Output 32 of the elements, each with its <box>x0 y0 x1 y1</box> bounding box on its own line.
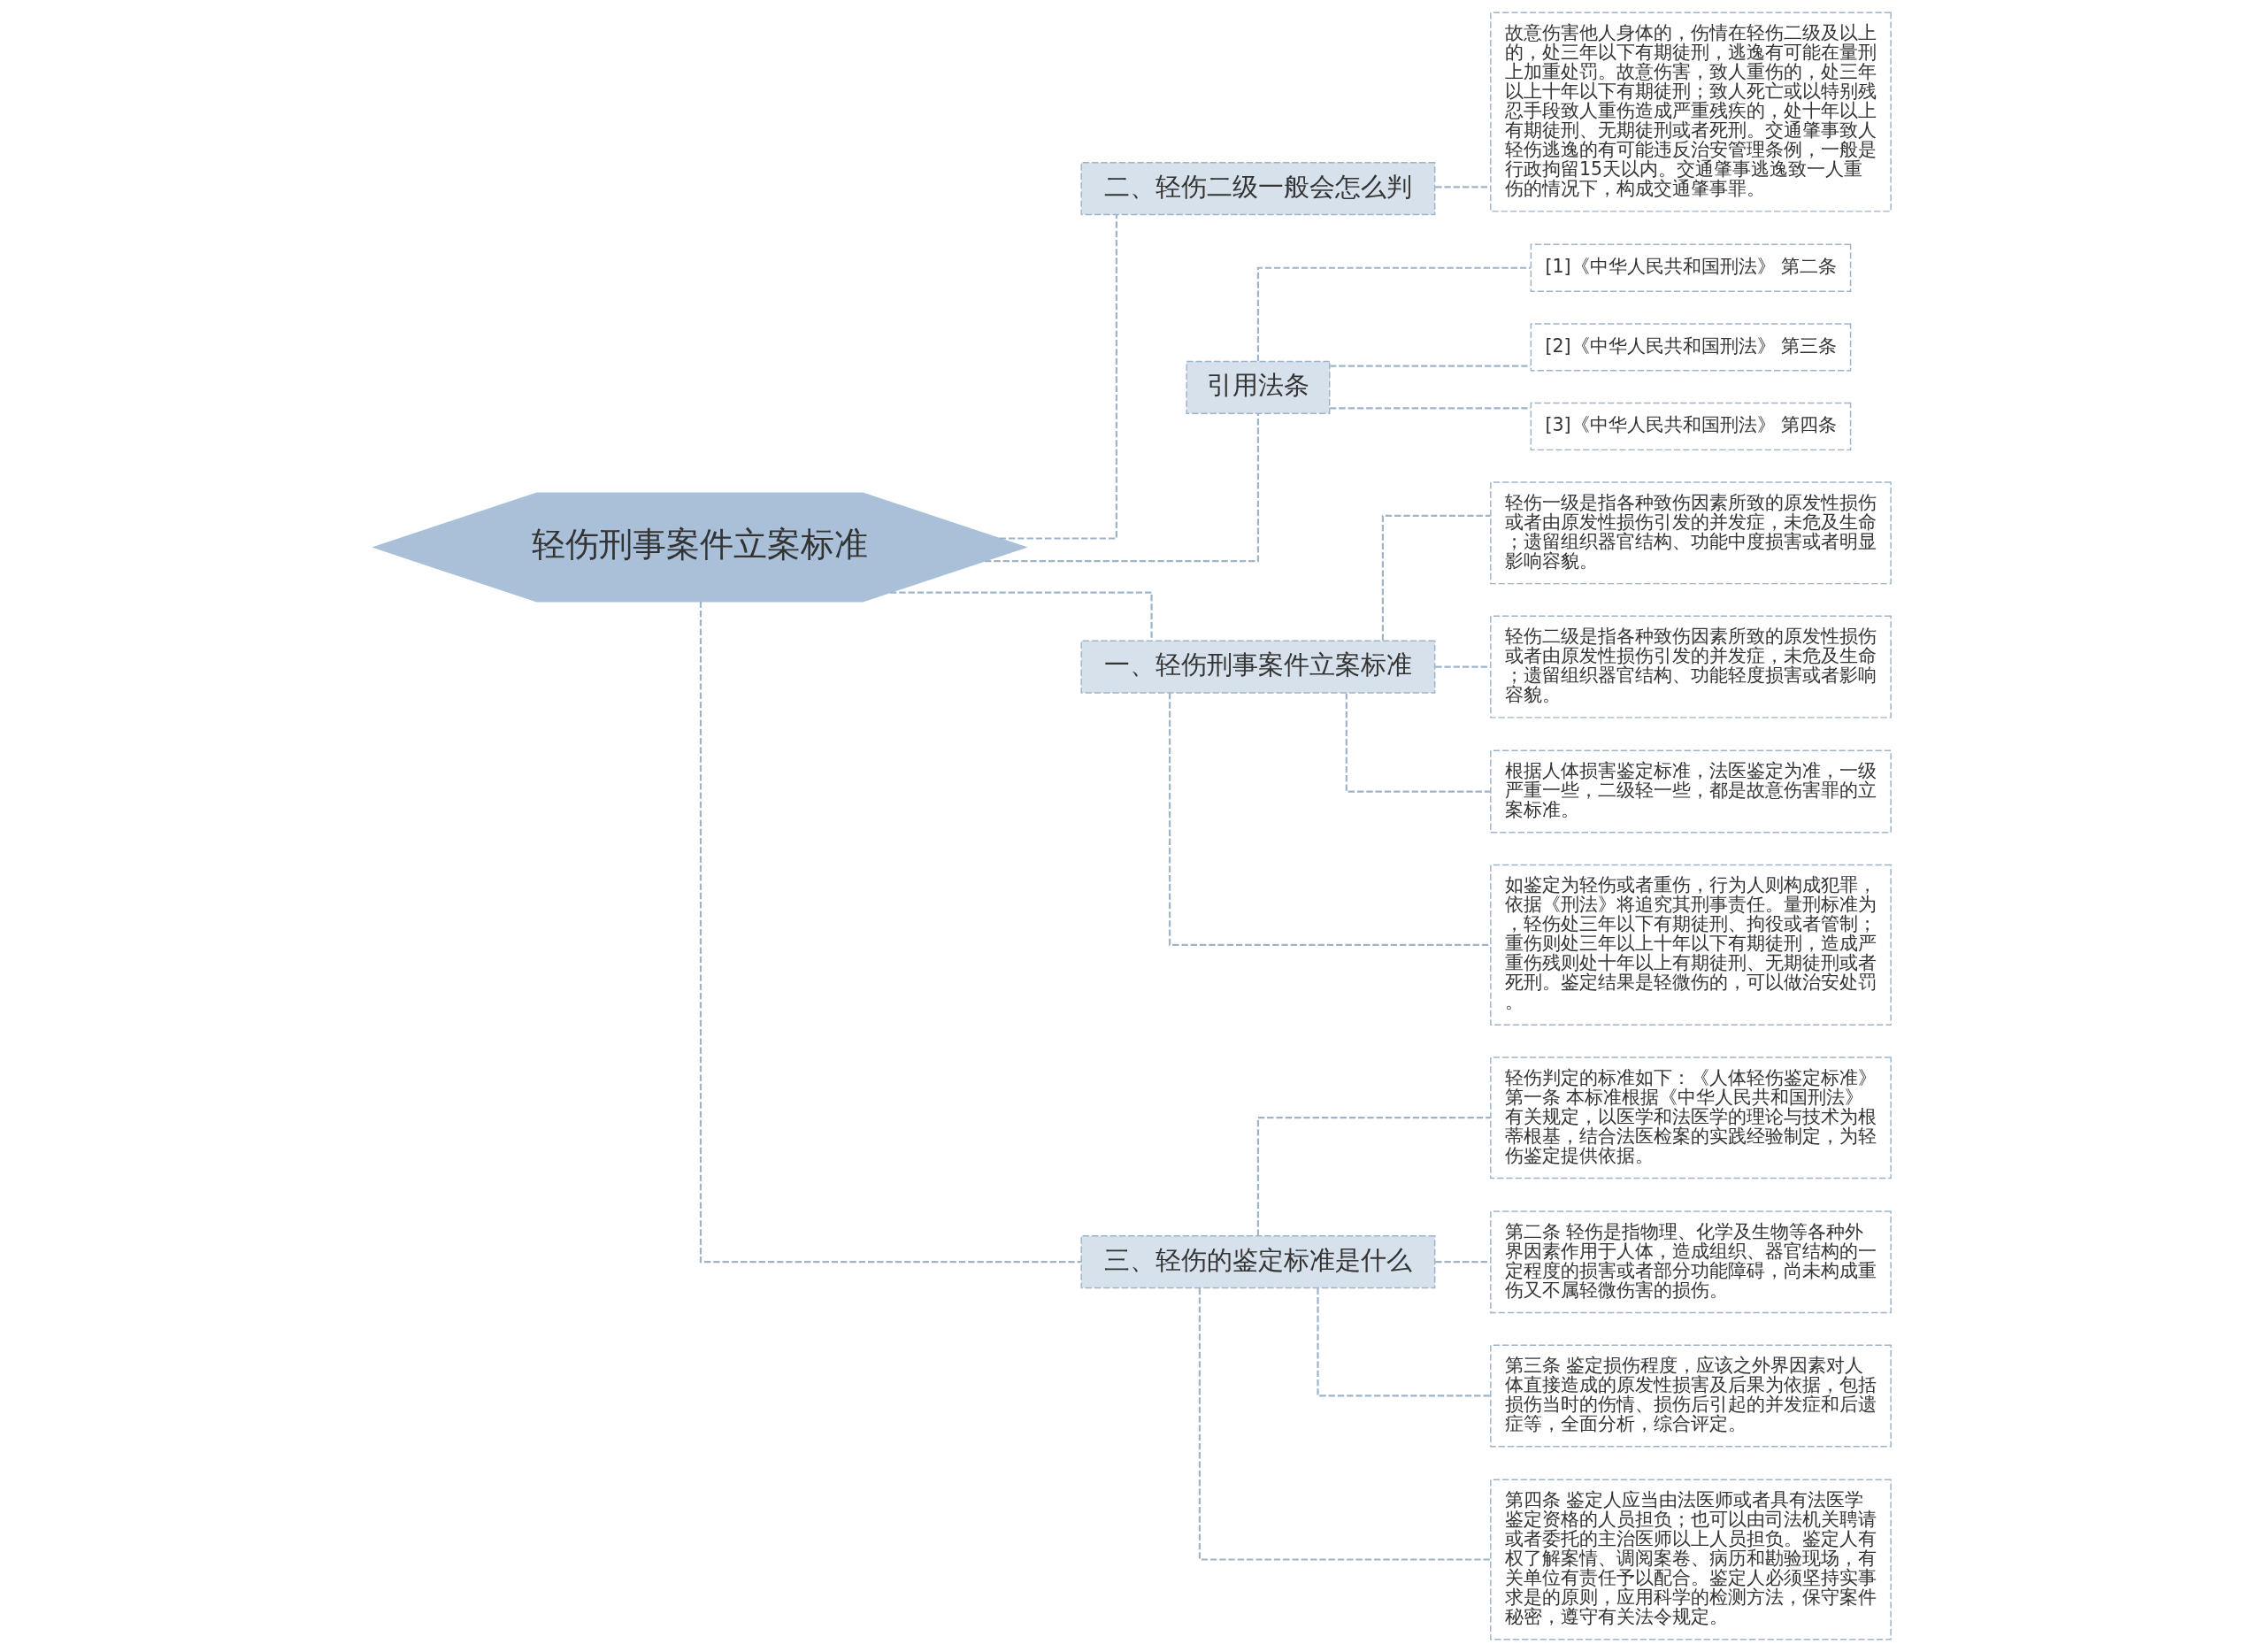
node-box: 一、轻伤刑事案件立案标准 <box>1080 640 1436 694</box>
connector <box>1330 365 1531 367</box>
node-box: 轻伤一级是指各种致伤因素所致的原发性损伤或者由原发性损伤引发的并发症，未危及生命；遗留组织器官结构、功能中度损害或者明显影响容貌。 <box>1490 481 1892 585</box>
node-box: 如鉴定为轻伤或者重伤，行为人则构成犯罪，依据《刑法》将追究其刑事责任。量刑标准为，轻伤处三年以下有期徒刑、拘役或者管制；重伤则处三年以上十年以下有期徒刑，造成严重伤残则处十年以上有期徒刑、无期徒刑或者死刑。鉴定结果是轻微伤的，可以做治安处罚。 <box>1490 864 1892 1026</box>
node-box: 轻伤判定的标准如下：《人体轻伤鉴定标准》第一条 本标准根据《中华人民共和国刑法》有关规定，以医学和法医学的理论与技术为根蒂根基，结合法医检案的实践经验制定，为轻伤鉴定提供依据。 <box>1490 1057 1892 1179</box>
connector <box>890 591 1153 641</box>
connector <box>1169 693 1491 946</box>
node-box: [1]《中华人民共和国刑法》 第二条 <box>1530 243 1852 292</box>
connector <box>1198 1288 1491 1561</box>
node-box: [2]《中华人民共和国刑法》 第三条 <box>1530 323 1852 372</box>
connector <box>1256 1117 1491 1236</box>
node-box: 根据人体损害鉴定标准，法医鉴定为准，一级严重一些，二级轻一些，都是故意伤害罪的立案标准。 <box>1490 749 1892 834</box>
connector <box>1256 266 1532 361</box>
connector <box>699 601 1082 1264</box>
connector <box>999 214 1117 540</box>
node-box: 轻伤二级是指各种致伤因素所致的原发性损伤或者由原发性损伤引发的并发症，未危及生命；遗留组织器官结构、功能轻度损害或者影响容貌。 <box>1490 615 1892 718</box>
connector <box>1345 693 1491 793</box>
connector <box>1317 1288 1491 1397</box>
node-box: 引用法条 <box>1186 360 1331 414</box>
connector <box>1381 514 1491 641</box>
node-box: 二、轻伤二级一般会怎么判 <box>1080 162 1436 216</box>
node-box: 故意伤害他人身体的，伤情在轻伤二级及以上的，处三年以下有期徒刑，逃逸有可能在量刑上加重处罚。故意伤害，致人重伤的，处三年以上十年以下有期徒刑；致人死亡或以特别残忍手段致人重伤造成严重残疾的，处十年以上有期徒刑、无期徒刑或者死刑。交通肇事致人轻伤逃逸的有可能违反治安管理条例，一般是行政拘留15天以内。交通肇事逃逸致一人重伤的情况下，构成交通肇事罪。 <box>1490 12 1892 212</box>
node-box: [3]《中华人民共和国刑法》 第四条 <box>1530 402 1852 451</box>
connector <box>984 413 1260 563</box>
connector <box>1330 407 1531 410</box>
node-box: 第四条 鉴定人应当由法医师或者具有法医学鉴定资格的人员担负；也可以由司法机关聘请或者委托的主治医师以上人员担负。鉴定人有权了解案情、调阅案卷、病历和勘验现场，有关单位有责任予以配合。鉴定人必须坚持实事求是的原则，应用科学的检测方法，保守案件秘密，遵守有关法令规定。 <box>1490 1479 1892 1640</box>
node-box: 第三条 鉴定损伤程度，应该之外界因素对人体直接造成的原发性损害及后果为依据，包括损伤当时的伤情、损伤后引起的并发症和后遗症等，全面分析，综合评定。 <box>1490 1344 1892 1448</box>
connector <box>1435 1261 1491 1264</box>
node-box: 第二条 轻伤是指物理、化学及生物等各种外界因素作用于人体，造成组织、器官结构的一定程度的损害或者部分功能障碍，尚未构成重伤又不属轻微伤害的损伤。 <box>1490 1210 1892 1314</box>
node-box: 三、轻伤的鉴定标准是什么 <box>1080 1235 1436 1289</box>
connector <box>1435 665 1491 668</box>
connector <box>1435 186 1491 188</box>
